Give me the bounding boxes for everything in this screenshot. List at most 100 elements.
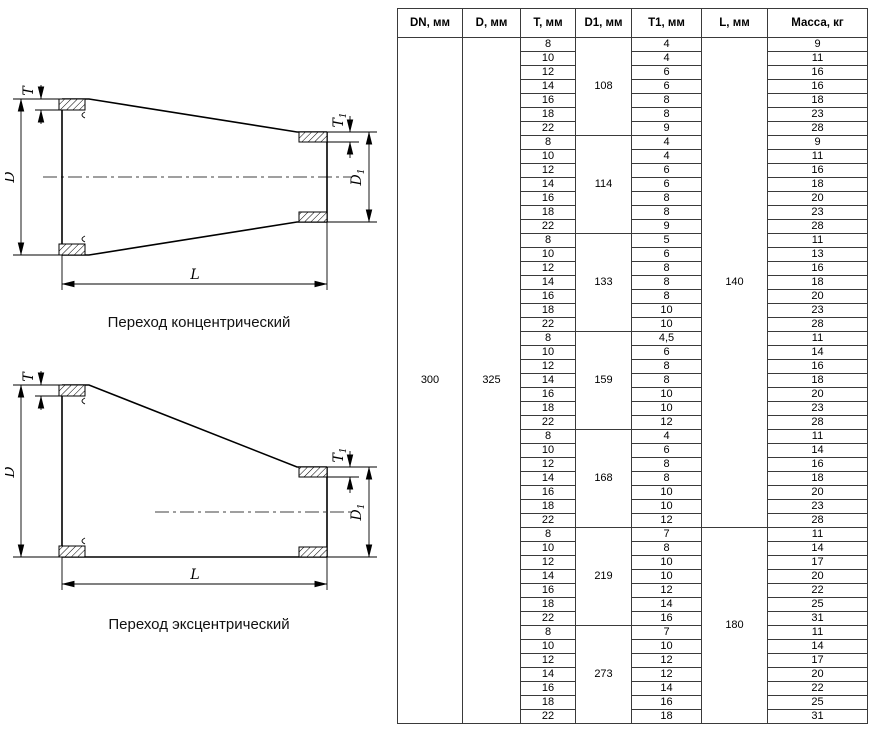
- t-value-cell: 22: [520, 611, 576, 626]
- t1-value-cell: 8: [631, 107, 702, 122]
- t-value-cell: 12: [520, 555, 576, 570]
- t-value-cell: 12: [520, 261, 576, 276]
- d1-value-cell: 273: [575, 625, 632, 724]
- t-value-cell: 10: [520, 541, 576, 556]
- mass-value-cell: 22: [767, 681, 868, 696]
- mass-value-cell: 23: [767, 499, 868, 514]
- table-row: 10 6 13: [398, 247, 868, 262]
- mass-value-cell: 23: [767, 401, 868, 416]
- dimension-L: L: [61, 557, 328, 590]
- t1-value-cell: 12: [631, 653, 702, 668]
- dimension-T1: T1: [327, 112, 377, 158]
- t1-value-cell: 9: [631, 121, 702, 136]
- t1-value-cell: 8: [631, 191, 702, 206]
- t1-value-cell: 12: [631, 583, 702, 598]
- drawing-eccentric-reducer: T D T1 D1: [5, 362, 393, 633]
- t1-value-cell: 6: [631, 163, 702, 178]
- dim-label-D1: D1: [349, 504, 367, 522]
- t1-value-cell: 6: [631, 345, 702, 360]
- t1-value-cell: 8: [631, 359, 702, 374]
- mass-value-cell: 11: [767, 625, 868, 640]
- t1-value-cell: 10: [631, 485, 702, 500]
- t-value-cell: 16: [520, 485, 576, 500]
- hatch-flange: [298, 546, 328, 558]
- t1-value-cell: 6: [631, 247, 702, 262]
- eccentric-reducer-svg: T D T1 D1: [5, 371, 377, 590]
- mass-value-cell: 11: [767, 429, 868, 444]
- drawing-concentric-reducer: T D T1 D1: [5, 82, 393, 331]
- t1-value-cell: 14: [631, 597, 702, 612]
- mass-value-cell: 28: [767, 219, 868, 234]
- concentric-reducer-svg: T D T1 D1: [5, 85, 377, 290]
- t-value-cell: 18: [520, 499, 576, 514]
- mass-value-cell: 11: [767, 149, 868, 164]
- dimension-T: T: [13, 85, 62, 124]
- mass-value-cell: 28: [767, 121, 868, 136]
- t-value-cell: 10: [520, 149, 576, 164]
- dimension-T: T: [13, 371, 62, 410]
- mass-value-cell: 17: [767, 653, 868, 668]
- t-value-cell: 14: [520, 177, 576, 192]
- t-value-cell: 18: [520, 107, 576, 122]
- eccentric-body-outline: [58, 384, 328, 558]
- mass-value-cell: 18: [767, 471, 868, 486]
- t1-value-cell: 10: [631, 387, 702, 402]
- t1-value-cell: 16: [631, 695, 702, 710]
- mass-value-cell: 14: [767, 443, 868, 458]
- t1-value-cell: 4: [631, 51, 702, 66]
- t1-value-cell: 10: [631, 401, 702, 416]
- dimension-T1: T1: [327, 447, 377, 493]
- t-value-cell: 8: [520, 625, 576, 640]
- mass-value-cell: 28: [767, 415, 868, 430]
- hatch-flange: [58, 384, 86, 397]
- table-row: 12 12 17: [398, 653, 868, 668]
- column-header: D1, мм: [575, 8, 632, 38]
- mass-value-cell: 28: [767, 513, 868, 528]
- hatch-flange: [58, 545, 86, 558]
- t1-value-cell: 10: [631, 555, 702, 570]
- dim-label-T1: T1: [331, 112, 349, 127]
- t-value-cell: 16: [520, 387, 576, 402]
- t1-value-cell: 6: [631, 79, 702, 94]
- mass-value-cell: 13: [767, 247, 868, 262]
- t1-value-cell: 8: [631, 373, 702, 388]
- t1-value-cell: 4: [631, 429, 702, 444]
- mass-value-cell: 20: [767, 667, 868, 682]
- dim-label-D: D: [5, 466, 18, 478]
- t1-value-cell: 18: [631, 709, 702, 724]
- t-value-cell: 22: [520, 121, 576, 136]
- mass-value-cell: 11: [767, 51, 868, 66]
- d1-value-cell: 108: [575, 37, 632, 136]
- t1-value-cell: 10: [631, 639, 702, 654]
- t-value-cell: 12: [520, 653, 576, 668]
- dim-label-L: L: [189, 267, 199, 283]
- t-value-cell: 14: [520, 667, 576, 682]
- t-value-cell: 12: [520, 65, 576, 80]
- t-value-cell: 12: [520, 457, 576, 472]
- t-value-cell: 8: [520, 37, 576, 52]
- dimension-D1: D1: [327, 466, 377, 558]
- t-value-cell: 14: [520, 373, 576, 388]
- t-value-cell: 10: [520, 247, 576, 262]
- mass-value-cell: 18: [767, 177, 868, 192]
- t1-value-cell: 10: [631, 303, 702, 318]
- t-value-cell: 22: [520, 219, 576, 234]
- mass-value-cell: 31: [767, 709, 868, 724]
- t-value-cell: 18: [520, 303, 576, 318]
- t1-value-cell: 6: [631, 177, 702, 192]
